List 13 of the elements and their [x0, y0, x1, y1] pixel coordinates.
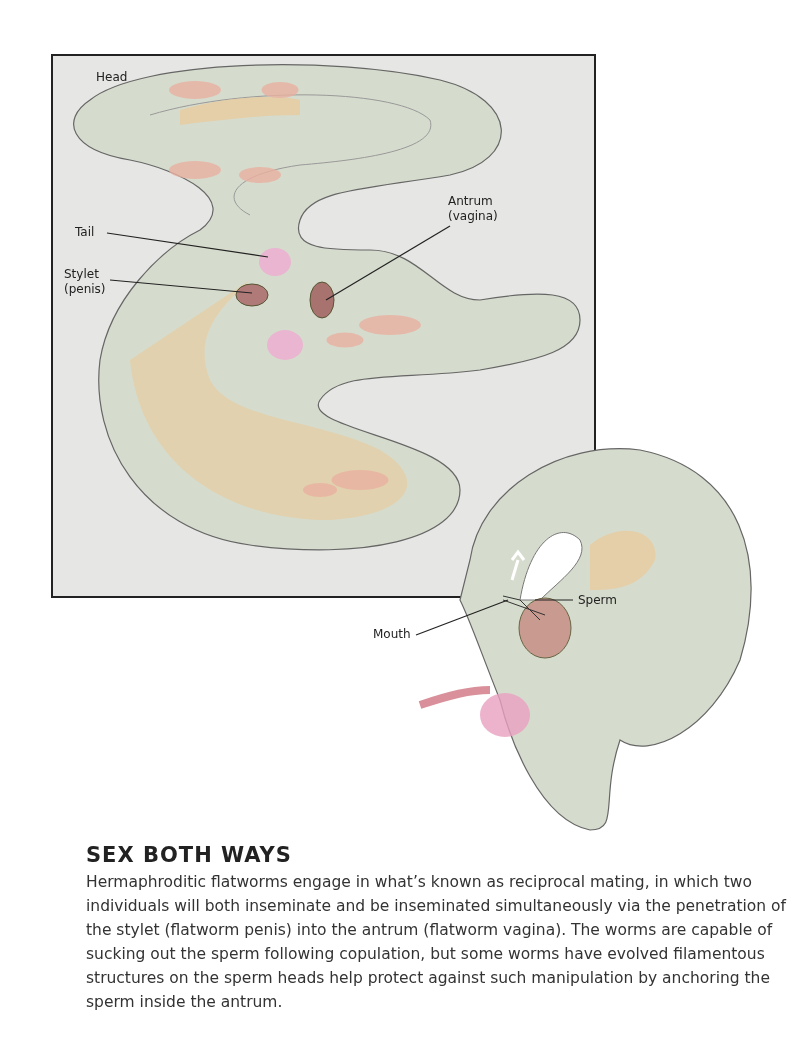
part-label: Sperm	[578, 593, 628, 608]
part-label: Stylet (penis)	[64, 267, 114, 297]
leader-line	[109, 279, 253, 294]
leader-line	[415, 599, 509, 636]
part-label: Tail	[75, 225, 115, 240]
part-label: Head	[96, 70, 128, 85]
leader-line	[534, 599, 574, 601]
caption-paragraph: Hermaphroditic flatworms engage in what’s known as reciprocal mating, in which two individuals will both inseminate and be inseminated simultaneously via the penetration of the stylet (flatworm penis) into the antrum (flatworm vagina). The worms are capable of sucking out the sperm following copulation, but some worms have evolved filamentous structures on the sperm heads help protect against such manipulation by anchoring the sperm inside the antrum.	[86, 872, 786, 1013]
heading: SEX BOTH WAYS	[86, 843, 292, 867]
part-label: Antrum (vagina)	[448, 194, 518, 224]
leader-line	[325, 225, 451, 301]
leader-line	[106, 232, 269, 258]
part-label: Mouth	[373, 627, 418, 642]
